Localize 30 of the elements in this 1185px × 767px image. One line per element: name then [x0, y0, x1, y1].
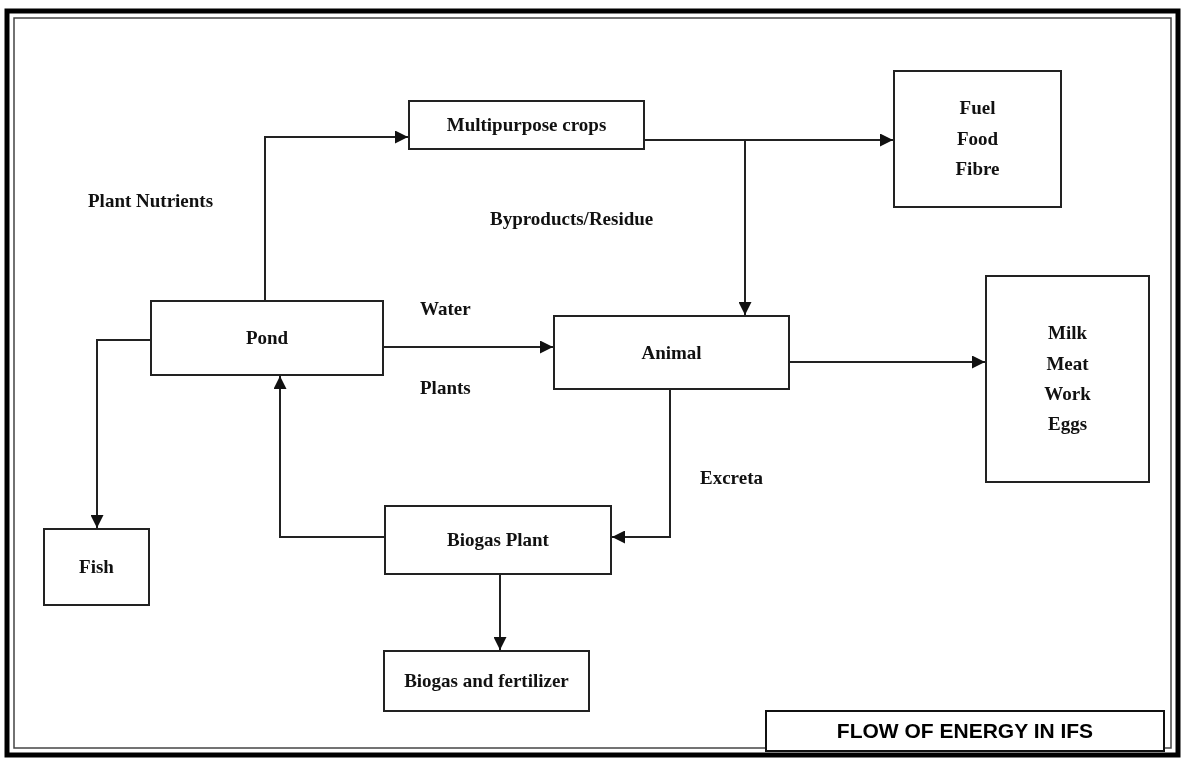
node-label: Multipurpose crops: [445, 113, 608, 138]
process-box: [43, 528, 150, 606]
arrow: [273, 375, 385, 538]
node-label: Fish: [78, 555, 115, 580]
arrow: [789, 355, 986, 369]
node-label: Biogas and fertilizer: [403, 669, 570, 694]
edge-label: Byproducts/Residue: [490, 208, 654, 230]
process-box: [150, 300, 384, 376]
process-box: [893, 70, 1062, 208]
node-label: Animal: [640, 340, 703, 365]
process-box: [383, 650, 590, 712]
edge-label: Excreta: [700, 467, 763, 489]
title: FLOW OF ENERGY IN IFS: [765, 710, 1165, 752]
process-box: [408, 100, 645, 150]
node-label: Biogas Plant: [446, 528, 550, 553]
process-box: [384, 505, 612, 575]
process-box: [985, 275, 1150, 483]
arrow: [264, 130, 409, 301]
node-label: Fuel Food Fibre: [954, 96, 1001, 182]
edge-label: Plant Nutrients: [88, 190, 214, 212]
arrow: [383, 340, 554, 354]
arrow: [493, 574, 507, 651]
node-label: Pond: [244, 326, 290, 351]
arrow: [644, 139, 752, 316]
node-label: Milk Meat Work Eggs: [1043, 321, 1092, 437]
flow-label: Plants: [420, 377, 471, 399]
arrow: [611, 389, 671, 544]
process-box: [553, 315, 790, 390]
arrow: [90, 339, 151, 529]
edge-label: Water: [420, 298, 471, 320]
